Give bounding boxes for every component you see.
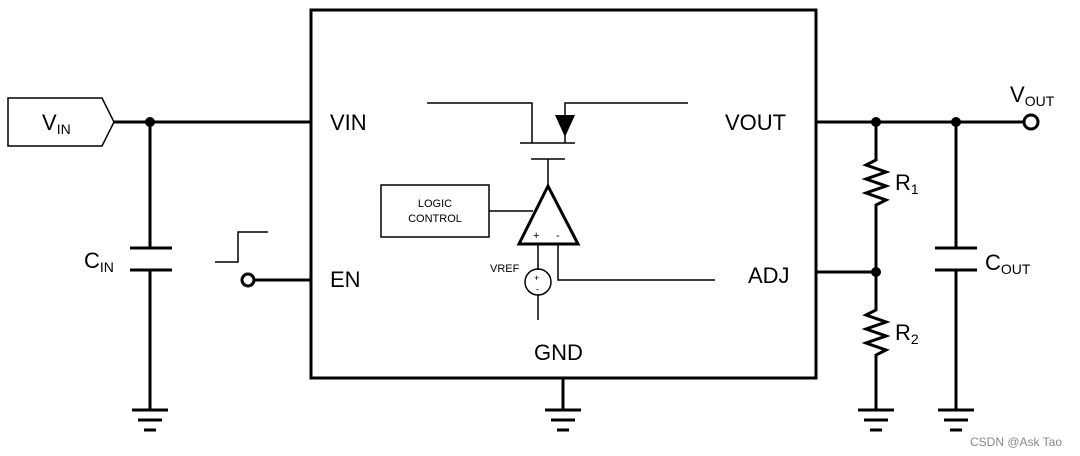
vref-minus: - — [536, 284, 539, 294]
junction — [871, 267, 881, 277]
vref-label: VREF — [490, 263, 520, 275]
ground-icon — [858, 408, 894, 432]
logic-label-2: CONTROL — [408, 213, 462, 225]
ground-icon — [938, 408, 974, 432]
error-amplifier — [516, 182, 581, 246]
plus-sign: + — [533, 230, 539, 242]
minus-sign: - — [556, 230, 560, 242]
vout-label: VOUT — [1010, 82, 1055, 109]
pin-gnd: GND — [534, 340, 583, 365]
logic-label-1: LOGIC — [418, 198, 452, 210]
en-terminal — [240, 272, 256, 288]
resistor-divider — [861, 122, 891, 410]
pin-vin: VIN — [330, 110, 367, 135]
vref-plus: + — [534, 273, 539, 283]
pin-adj: ADJ — [748, 263, 790, 288]
r1-label: R1 — [895, 170, 919, 197]
r2-label: R2 — [895, 320, 919, 347]
vref-source — [524, 268, 552, 296]
cout-label: COUT — [985, 250, 1031, 277]
cin-label: CIN — [84, 248, 114, 275]
ground-icon — [545, 408, 581, 432]
logic-control-box — [380, 184, 490, 238]
vin-port — [7, 97, 115, 147]
ic-body — [309, 8, 818, 380]
diode-arrow-icon — [555, 115, 575, 137]
watermark: CSDN @Ask Tao — [970, 435, 1062, 449]
ground-icon — [132, 408, 168, 432]
pin-vout: VOUT — [725, 110, 786, 135]
vin-port-label: VIN — [42, 110, 71, 137]
pin-en: EN — [330, 267, 361, 292]
vout-terminal — [1022, 113, 1040, 131]
